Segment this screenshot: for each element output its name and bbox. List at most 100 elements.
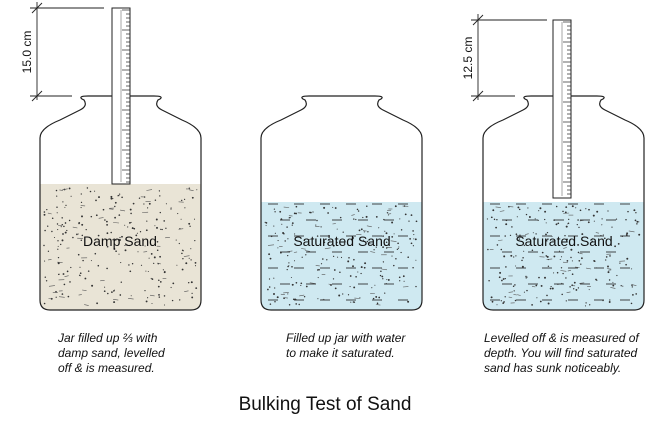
- sand-grain: [541, 251, 544, 254]
- sand-grain: [160, 228, 162, 231]
- sand-grain: [562, 210, 564, 213]
- sand-grain: [157, 285, 160, 288]
- sand-grain: [178, 242, 180, 245]
- sand-grain: [59, 189, 63, 191]
- sand-grain: [78, 294, 82, 296]
- sand-grain: [636, 223, 638, 225]
- sand-grain: [156, 226, 158, 229]
- sand-grain: [398, 246, 400, 248]
- sand-grain: [187, 281, 190, 284]
- sand-grain: [171, 299, 174, 302]
- sand-grain: [57, 262, 60, 265]
- jar-1-outline: [39, 95, 202, 311]
- sand-grain: [148, 257, 150, 259]
- sand-grain: [60, 226, 62, 228]
- sand-grain: [396, 248, 399, 250]
- sand-grain: [352, 301, 355, 303]
- jar-3-outline: [482, 95, 645, 311]
- sand-grain: [145, 229, 148, 232]
- sand-grain: [566, 260, 569, 262]
- sand-grain: [538, 210, 540, 212]
- sand-grain: [378, 227, 380, 229]
- sand-grain: [500, 300, 502, 302]
- jar-2-caption-line: to make it saturated.: [286, 346, 395, 360]
- sand-grain: [362, 216, 364, 219]
- sand-grain: [625, 263, 627, 266]
- sand-grain: [159, 211, 161, 214]
- sand-grain: [130, 295, 132, 297]
- sand-grain: [404, 213, 407, 216]
- sand-grain: [381, 268, 388, 271]
- sand-grain: [608, 301, 611, 303]
- sand-grain: [183, 255, 190, 257]
- sand-grain: [172, 282, 175, 285]
- sand-grain: [555, 223, 558, 226]
- sand-grain: [549, 287, 552, 290]
- sand-grain: [317, 298, 319, 300]
- sand-grain: [189, 189, 194, 191]
- sand-grain: [181, 252, 183, 255]
- sand-grain: [585, 302, 587, 304]
- sand-grain: [268, 253, 271, 256]
- sand-grain: [634, 219, 637, 222]
- sand-grain: [69, 281, 71, 283]
- sand-grain: [525, 277, 527, 279]
- sand-grain: [572, 288, 575, 290]
- sand-grain: [188, 222, 191, 225]
- sand-grain: [500, 248, 503, 251]
- sand-grain: [95, 199, 97, 202]
- sand-grain: [545, 233, 547, 236]
- sand-grain: [112, 239, 114, 241]
- sand-grain: [147, 270, 149, 273]
- jar-1-fill: [40, 184, 201, 310]
- sand-grain: [112, 198, 114, 200]
- sand-grain: [410, 214, 413, 216]
- sand-grain: [118, 214, 121, 216]
- sand-grain: [115, 250, 117, 253]
- sand-grain: [320, 226, 322, 228]
- sand-grain: [530, 244, 532, 246]
- sand-grain: [159, 281, 162, 283]
- sand-grain: [353, 218, 355, 220]
- sand-grain: [551, 287, 554, 290]
- sand-grain: [576, 223, 578, 226]
- sand-grain: [561, 293, 563, 296]
- sand-grain: [72, 236, 74, 239]
- sand-grain: [513, 294, 517, 296]
- sand-grain: [43, 302, 46, 305]
- sand-grain: [322, 258, 324, 260]
- sand-grain: [62, 233, 64, 235]
- sand-grain: [399, 218, 401, 220]
- sand-grain: [413, 238, 415, 240]
- sand-grain: [579, 209, 582, 212]
- sand-grain: [159, 195, 161, 197]
- sand-grain: [366, 240, 369, 243]
- sand-grain: [627, 210, 629, 213]
- sand-grain: [350, 301, 352, 303]
- sand-grain: [415, 220, 418, 223]
- sand-grain: [58, 273, 60, 275]
- sand-grain: [281, 223, 283, 225]
- sand-grain: [547, 265, 550, 268]
- sand-grain: [287, 238, 289, 240]
- sand-grain: [84, 304, 89, 306]
- sand-grain: [488, 279, 490, 282]
- sand-grain: [503, 301, 505, 303]
- sand-grain: [505, 266, 507, 268]
- sand-grain: [163, 295, 166, 297]
- sand-grain: [579, 282, 585, 284]
- sand-grain: [366, 205, 368, 208]
- sand-grain: [399, 280, 401, 282]
- sand-grain: [170, 208, 172, 210]
- sand-grain: [320, 263, 323, 265]
- sand-grain: [264, 221, 266, 223]
- sand-grain: [96, 302, 99, 305]
- sand-grain: [120, 281, 123, 283]
- sand-grain: [304, 250, 311, 252]
- sand-grain: [144, 289, 146, 292]
- sand-grain: [44, 260, 46, 262]
- sand-grain: [398, 276, 401, 279]
- sand-grain: [356, 208, 359, 211]
- sand-grain: [352, 265, 354, 268]
- jar-2-sand-texture: [264, 205, 418, 306]
